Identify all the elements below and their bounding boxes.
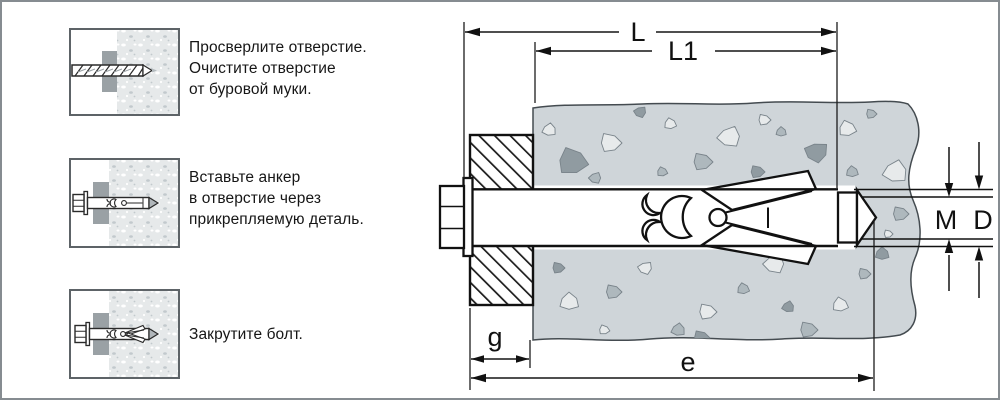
aggregate-stone	[670, 322, 685, 336]
drill-bit-icon	[71, 63, 157, 78]
aggregate-stone	[559, 147, 590, 174]
cone-tip	[148, 327, 160, 341]
step-line: в отверстие через	[189, 190, 322, 207]
aggregate-stone	[587, 172, 602, 184]
aggregate-stone	[664, 117, 678, 130]
aggregate-stone	[866, 108, 878, 119]
aggregate-stone	[883, 229, 894, 238]
aggregate-stone	[758, 114, 772, 126]
expansion-arm	[125, 332, 146, 344]
aggregate-stone	[833, 296, 849, 312]
label-M: M	[935, 205, 958, 235]
dimension-L: L	[463, 17, 838, 188]
step-line: Вставьте анкер	[189, 169, 301, 186]
aggregate-stone	[839, 119, 858, 136]
label-e: e	[680, 347, 695, 377]
aggregate-stone	[858, 268, 872, 280]
aggregate-stone	[803, 143, 828, 164]
expansion-sleeve-details	[641, 190, 813, 245]
insert-anchor-step-figure	[69, 158, 180, 248]
drill-tip	[152, 68, 157, 73]
sleeve-end-cap	[836, 191, 859, 244]
aggregate-stone	[637, 262, 652, 275]
aggregate-stone	[599, 324, 611, 335]
label-g: g	[487, 322, 502, 352]
bolt-head-facets	[440, 205, 464, 230]
label-D: D	[973, 205, 993, 235]
bolt-head	[438, 184, 466, 250]
step-2-text: Вставьте анкер в отверстие через прикреп…	[189, 167, 449, 230]
step-1-text: Просверлите отверстие. Очистите отверсти…	[189, 37, 449, 100]
aggregate-stone	[541, 122, 556, 136]
aggregate-stone	[552, 262, 566, 274]
label-L1: L1	[668, 36, 698, 66]
aggregate-stone	[800, 321, 819, 338]
aggregate-stone	[633, 106, 646, 119]
aggregate-stone	[737, 282, 751, 295]
dimension-e: e	[471, 220, 875, 391]
anchor-body-edges	[468, 188, 838, 248]
wedge-pin-eye	[708, 207, 728, 228]
dimension-D: D	[973, 142, 993, 298]
aggregate-stone	[775, 126, 787, 137]
step-line: Закрутите болт.	[189, 326, 303, 343]
aggregate-stone	[846, 165, 859, 178]
aggregate-stone	[893, 206, 910, 221]
step-line: Просверлите отверстие.	[189, 39, 367, 56]
aggregate-stones	[541, 106, 910, 341]
cone-tip	[148, 196, 160, 210]
wedge-bars	[725, 190, 813, 245]
dimension-g: g	[469, 308, 531, 390]
aggregate-stone	[750, 165, 766, 179]
bolt-head	[74, 324, 87, 344]
bolt-head	[72, 193, 85, 213]
aggregate-stone	[600, 133, 623, 152]
step-line: Очистите отверстие	[189, 60, 336, 77]
aggregate-stone	[781, 300, 794, 312]
drill-step-figure	[69, 28, 180, 116]
step-line: прикрепляемую деталь.	[189, 211, 364, 228]
dimension-M: M	[935, 147, 958, 291]
aggregate-stone	[716, 125, 740, 147]
aggregate-stone	[559, 291, 579, 310]
aggregate-stone	[881, 159, 907, 182]
dimension-L1: L1	[534, 36, 836, 103]
aggregate-stone	[657, 166, 669, 177]
aggregate-stone	[693, 152, 714, 171]
anchor-icon	[72, 190, 160, 216]
label-L: L	[630, 17, 645, 47]
step-line: от буровой муки.	[189, 81, 312, 98]
dimension-D-lines	[854, 188, 993, 248]
aggregate-stone	[874, 246, 890, 260]
cone-tip	[855, 186, 878, 249]
aggregate-stone	[606, 284, 623, 299]
tighten-bolt-step-figure	[69, 289, 180, 379]
anchor-expanded-icon	[74, 321, 160, 347]
step-3-text: Закрутите болт.	[189, 324, 449, 345]
aggregate-stone	[699, 303, 718, 320]
